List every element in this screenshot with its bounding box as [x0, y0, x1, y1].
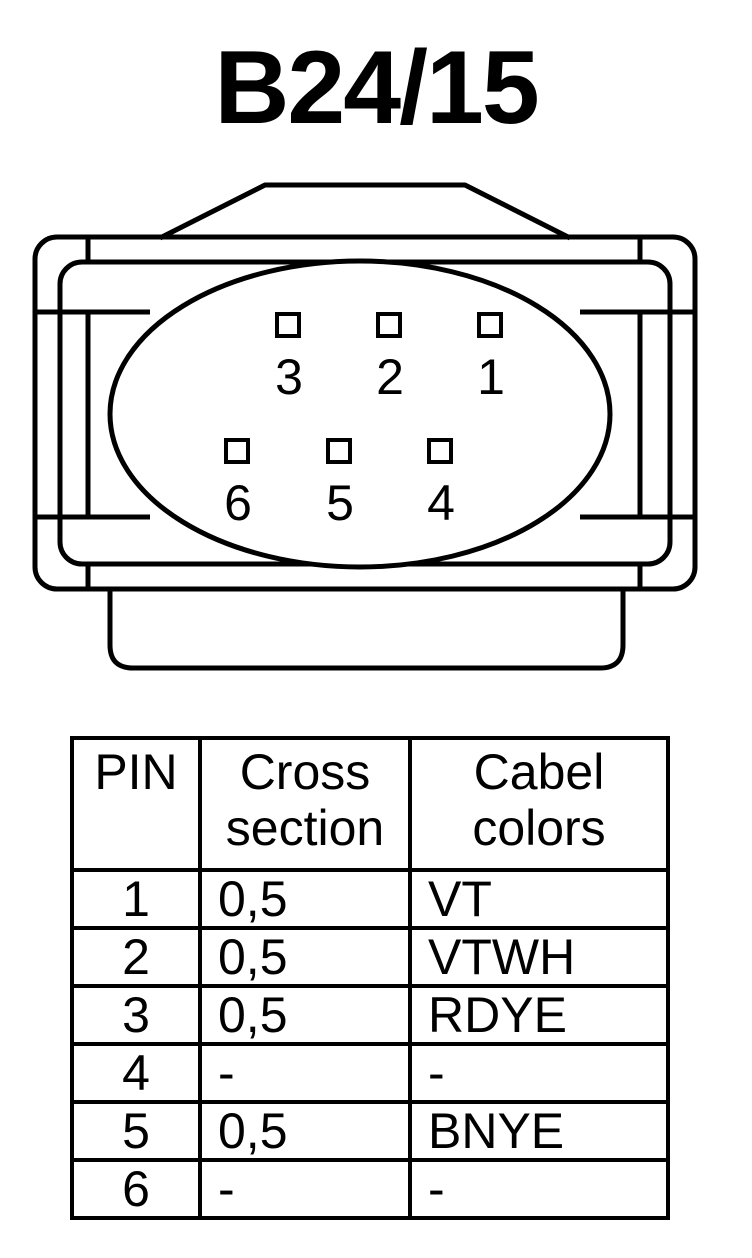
cell-pin: 5	[70, 1100, 202, 1162]
cell-pin: 1	[70, 868, 202, 930]
header-pin: PIN	[70, 736, 202, 872]
cell-pin: 6	[70, 1158, 202, 1220]
cell-cable-color: -	[408, 1042, 670, 1104]
table-row: 5 0,5 BNYE	[70, 1100, 670, 1162]
pin-label-3: 3	[275, 349, 303, 405]
header-cable-colors-line2: colors	[472, 800, 606, 856]
cell-cross-section: -	[198, 1158, 412, 1220]
cell-cable-color: -	[408, 1158, 670, 1220]
pin-label-4: 4	[427, 475, 455, 531]
pin-socket-2	[376, 312, 402, 338]
pin-label-2: 2	[376, 349, 404, 405]
pin-socket-6	[224, 438, 250, 464]
connector-face-oval	[107, 258, 613, 570]
header-cross-section: Cross section	[198, 736, 412, 872]
connector-drawing: 3 2 1 6 5 4	[32, 182, 698, 671]
cell-pin: 4	[70, 1042, 202, 1104]
connector-bottom-tab	[107, 588, 626, 671]
pin-socket-1	[477, 312, 503, 338]
pin-socket-3	[275, 312, 301, 338]
cell-cable-color: VT	[408, 868, 670, 930]
cell-cross-section: 0,5	[198, 868, 412, 930]
header-cross-section-line2: section	[225, 800, 385, 856]
cell-cross-section: 0,5	[198, 926, 412, 988]
cell-cross-section: 0,5	[198, 1100, 412, 1162]
cell-cross-section: 0,5	[198, 984, 412, 1046]
table-row: 4 - -	[70, 1042, 670, 1104]
connector-latch	[158, 182, 572, 241]
pin-socket-5	[326, 438, 352, 464]
table-row: 1 0,5 VT	[70, 868, 670, 930]
header-cable-colors: Cabel colors	[408, 736, 670, 872]
table-header-row: PIN Cross section Cabel colors	[70, 736, 670, 872]
cell-pin: 2	[70, 926, 202, 988]
pin-assignment-table: PIN Cross section Cabel colors 1 0,5 VT …	[70, 736, 670, 1220]
cell-pin: 3	[70, 984, 202, 1046]
table-row: 6 - -	[70, 1158, 670, 1220]
connector-outer-housing	[32, 234, 698, 592]
pin-label-5: 5	[326, 475, 354, 531]
pin-label-1: 1	[477, 349, 505, 405]
cell-cross-section: -	[198, 1042, 412, 1104]
table-row: 3 0,5 RDYE	[70, 984, 670, 1046]
pin-label-6: 6	[224, 475, 252, 531]
cell-cable-color: RDYE	[408, 984, 670, 1046]
table-row: 2 0,5 VTWH	[70, 926, 670, 988]
pin-socket-4	[427, 438, 453, 464]
header-cable-colors-line1: Cabel	[473, 744, 605, 800]
header-cross-section-line1: Cross	[239, 744, 371, 800]
diagram-title: B24/15	[214, 30, 539, 146]
cell-cable-color: BNYE	[408, 1100, 670, 1162]
cell-cable-color: VTWH	[408, 926, 670, 988]
